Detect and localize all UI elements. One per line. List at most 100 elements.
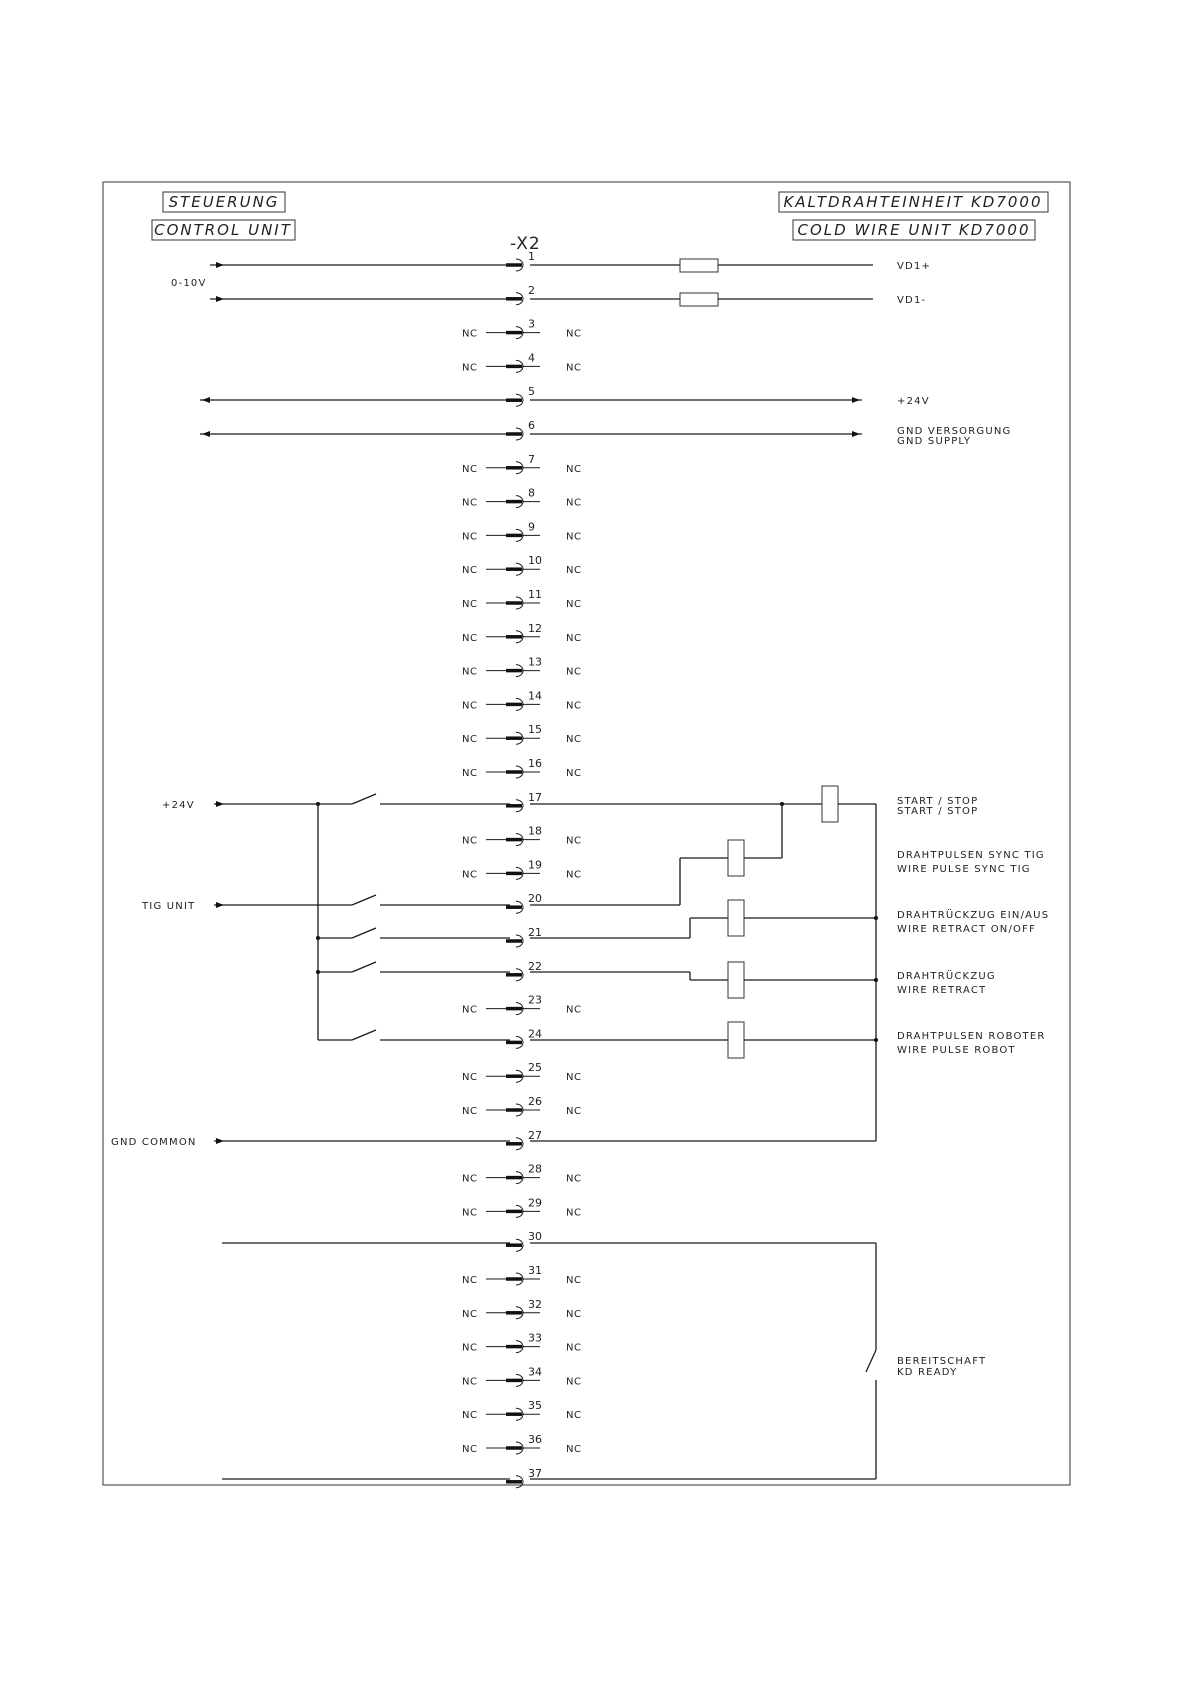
nc-label-left: NC bbox=[462, 1343, 477, 1354]
nc-label-left: NC bbox=[462, 1309, 477, 1320]
junction-return-22 bbox=[874, 978, 878, 982]
resistor-vd1-plus bbox=[679, 258, 719, 273]
connector-pin: 22 bbox=[506, 960, 542, 982]
label-vd1-plus: VD1+ bbox=[897, 261, 931, 272]
header-box-cold-wire-unit bbox=[792, 219, 1036, 241]
pin-socket-icon bbox=[515, 799, 524, 813]
label-retract-en: WIRE RETRACT bbox=[897, 985, 986, 996]
terminal-arrows bbox=[202, 262, 860, 1144]
nc-label-right: NC bbox=[566, 1410, 581, 1421]
label-retract-onoff-de: DRAHTRÜCKZUG EIN/AUS bbox=[897, 908, 1049, 921]
nc-label-right: NC bbox=[566, 1275, 581, 1286]
label-retract-de: DRAHTRÜCKZUG bbox=[897, 969, 996, 982]
pin-number: 35 bbox=[528, 1399, 542, 1412]
pin-number: 8 bbox=[528, 487, 535, 500]
terminal-arrow-gnd-common bbox=[216, 1138, 224, 1144]
header-cold-wire-unit: COLD WIRE UNIT KD7000 bbox=[798, 221, 1031, 239]
nc-label-right: NC bbox=[566, 1005, 581, 1016]
switch-pin24 bbox=[351, 1029, 377, 1041]
pin-number: 24 bbox=[528, 1027, 542, 1040]
pin-number: 2 bbox=[528, 284, 535, 297]
header-box-kaltdrahteinheit bbox=[778, 191, 1049, 213]
terminal-arrow-24v-right bbox=[852, 397, 860, 403]
pin-number: 18 bbox=[528, 825, 542, 838]
pin-number: 9 bbox=[528, 520, 535, 533]
nc-label-right: NC bbox=[566, 667, 581, 678]
label-start-stop-en: START / STOP bbox=[897, 806, 978, 817]
nc-label-left: NC bbox=[462, 1444, 477, 1455]
pin-number: 1 bbox=[528, 250, 535, 263]
nc-label-right: NC bbox=[566, 1309, 581, 1320]
connector-pin: 20 bbox=[506, 892, 542, 914]
pin-number: 3 bbox=[528, 318, 535, 331]
switch-pin22 bbox=[351, 961, 377, 973]
label-gnd-common: GND COMMON bbox=[111, 1137, 197, 1148]
nc-label-right: NC bbox=[566, 498, 581, 509]
pin-number: 11 bbox=[528, 588, 542, 601]
pin-number: 17 bbox=[528, 791, 542, 804]
label-bereitschaft: BEREITSCHAFT bbox=[897, 1356, 986, 1367]
drawing-frame bbox=[102, 181, 1071, 1486]
terminal-arrow-tig bbox=[216, 902, 224, 908]
switch-ready bbox=[865, 1349, 877, 1373]
pin-number: 23 bbox=[528, 994, 542, 1007]
coil-retract bbox=[727, 961, 745, 999]
pin-number: 20 bbox=[528, 892, 542, 905]
nc-label-left: NC bbox=[462, 667, 477, 678]
label-pulse-robot-en: WIRE PULSE ROBOT bbox=[897, 1045, 1016, 1056]
connector-pin: 17 bbox=[506, 791, 542, 813]
switch-pin20 bbox=[351, 894, 377, 906]
nc-label-left: NC bbox=[462, 362, 477, 373]
pin-number: 12 bbox=[528, 622, 542, 635]
pin-socket-icon bbox=[515, 934, 524, 948]
connector-pin: 37 bbox=[506, 1467, 542, 1489]
nc-label-left: NC bbox=[462, 1376, 477, 1387]
nc-label-right: NC bbox=[566, 1207, 581, 1218]
nc-label-right: NC bbox=[566, 599, 581, 610]
junction-return-24 bbox=[874, 1038, 878, 1042]
pin-socket-icon bbox=[515, 1238, 524, 1252]
pin-number: 19 bbox=[528, 858, 542, 871]
label-gnd-supply: GND SUPPLY bbox=[897, 436, 971, 447]
junction-return-21 bbox=[874, 916, 878, 920]
label-retract-onoff-en: WIRE RETRACT ON/OFF bbox=[897, 924, 1036, 935]
header-control-unit: CONTROL UNIT bbox=[154, 221, 292, 239]
pin-number: 13 bbox=[528, 656, 542, 669]
switch-pin17 bbox=[351, 793, 377, 805]
nc-label-left: NC bbox=[462, 836, 477, 847]
label-pulse-sync-en: WIRE PULSE SYNC TIG bbox=[897, 864, 1031, 875]
pin-number: 14 bbox=[528, 689, 542, 702]
pin-number: 5 bbox=[528, 385, 535, 398]
connector-pin: 27 bbox=[506, 1129, 542, 1151]
pin-number: 34 bbox=[528, 1365, 542, 1378]
nc-label-right: NC bbox=[566, 633, 581, 644]
connector-pin: 5 bbox=[506, 385, 535, 407]
pin-number: 7 bbox=[528, 453, 535, 466]
pin-number: 36 bbox=[528, 1433, 542, 1446]
label-0-10v: 0-10V bbox=[171, 278, 207, 289]
pin-number: 15 bbox=[528, 723, 542, 736]
nc-label-right: NC bbox=[566, 362, 581, 373]
pin-number: 26 bbox=[528, 1095, 542, 1108]
label-pulse-sync-de: DRAHTPULSEN SYNC TIG bbox=[897, 850, 1045, 861]
terminal-arrow-pin5 bbox=[202, 397, 210, 403]
coil-start-stop bbox=[821, 785, 839, 823]
nc-label-right: NC bbox=[566, 768, 581, 779]
pin-number: 10 bbox=[528, 554, 542, 567]
nc-label-right: NC bbox=[566, 1174, 581, 1185]
nc-label-left: NC bbox=[462, 1106, 477, 1117]
